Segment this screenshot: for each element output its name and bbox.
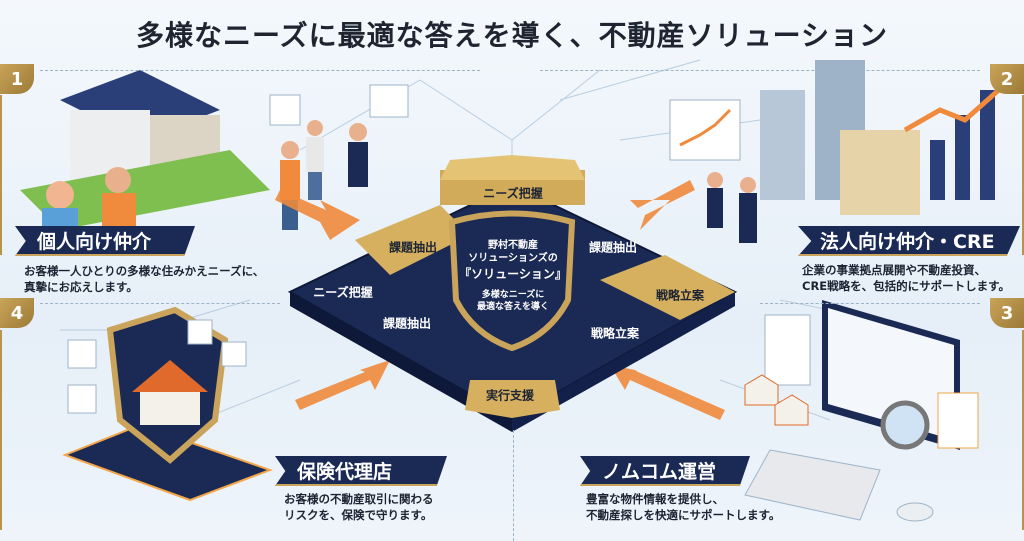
center-shield: [448, 210, 576, 352]
section-description: お客様の不動産取引に関わるリスクを、保険で守ります。: [284, 492, 434, 522]
puzzle-piece-label: 課題抽出: [388, 240, 438, 255]
divider: [760, 303, 980, 304]
section-number-badge: 1: [0, 64, 34, 94]
puzzle-piece-label: 課題抽出: [382, 316, 432, 331]
section-description: お客様一人ひとりの多様な住みかえニーズに、真摯にお応えします。: [24, 264, 265, 294]
section-description: 企業の事業拠点展開や不動産投資、CRE戦略を、包括的にサポートします。: [802, 263, 1010, 293]
puzzle-piece-label: 戦略立案: [655, 288, 705, 303]
section-heading-corporate-cre: 法人向け仲介・CRE: [798, 226, 1020, 256]
puzzle-piece-label: ニーズ把握: [313, 285, 373, 300]
puzzle-board: [287, 155, 738, 432]
people-illustration: [269, 84, 409, 230]
divider: [540, 70, 980, 71]
shield-text: ソリューションズの: [468, 253, 558, 264]
section-number-badge: 3: [990, 298, 1024, 328]
divider: [513, 430, 514, 541]
section-heading-insurance-agency: 保険代理店: [275, 456, 447, 486]
section-number-badge: 4: [0, 298, 34, 328]
puzzle-piece-label: 戦略立案: [590, 326, 640, 341]
section-number-badge: 2: [990, 64, 1024, 94]
section-heading-nomucom: ノムコム運営: [580, 456, 750, 486]
gold-line: [0, 95, 2, 255]
divider: [40, 70, 480, 71]
puzzle-piece-label: ニーズ把握: [483, 186, 543, 201]
page-title: 多様なニーズに最適な答えを導く、不動産ソリューション: [135, 19, 889, 52]
arrows: [275, 180, 725, 420]
gold-line: [1022, 95, 1024, 255]
gold-line: [1022, 330, 1024, 530]
shield-text: 野村不動産: [488, 240, 538, 251]
insurance-shield-illustration: [62, 306, 273, 502]
shield-text: 最適な答えを導く: [476, 302, 550, 312]
computer-illustration: [744, 300, 979, 522]
shield-title: 『ソリューション』: [459, 267, 567, 281]
buildings-illustration: [669, 60, 1012, 243]
house-illustration: [20, 70, 270, 230]
puzzle-piece-label: 課題抽出: [588, 240, 638, 255]
shield-text: 多様なニーズに: [481, 290, 545, 300]
divider: [40, 303, 280, 304]
gold-line: [0, 330, 2, 530]
section-description: 豊富な物件情報を提供し、不動産探しを快適にサポートします。: [586, 492, 781, 522]
section-heading-individual-brokerage: 個人向け仲介: [15, 226, 195, 256]
puzzle-piece-label: 実行支援: [485, 388, 535, 403]
